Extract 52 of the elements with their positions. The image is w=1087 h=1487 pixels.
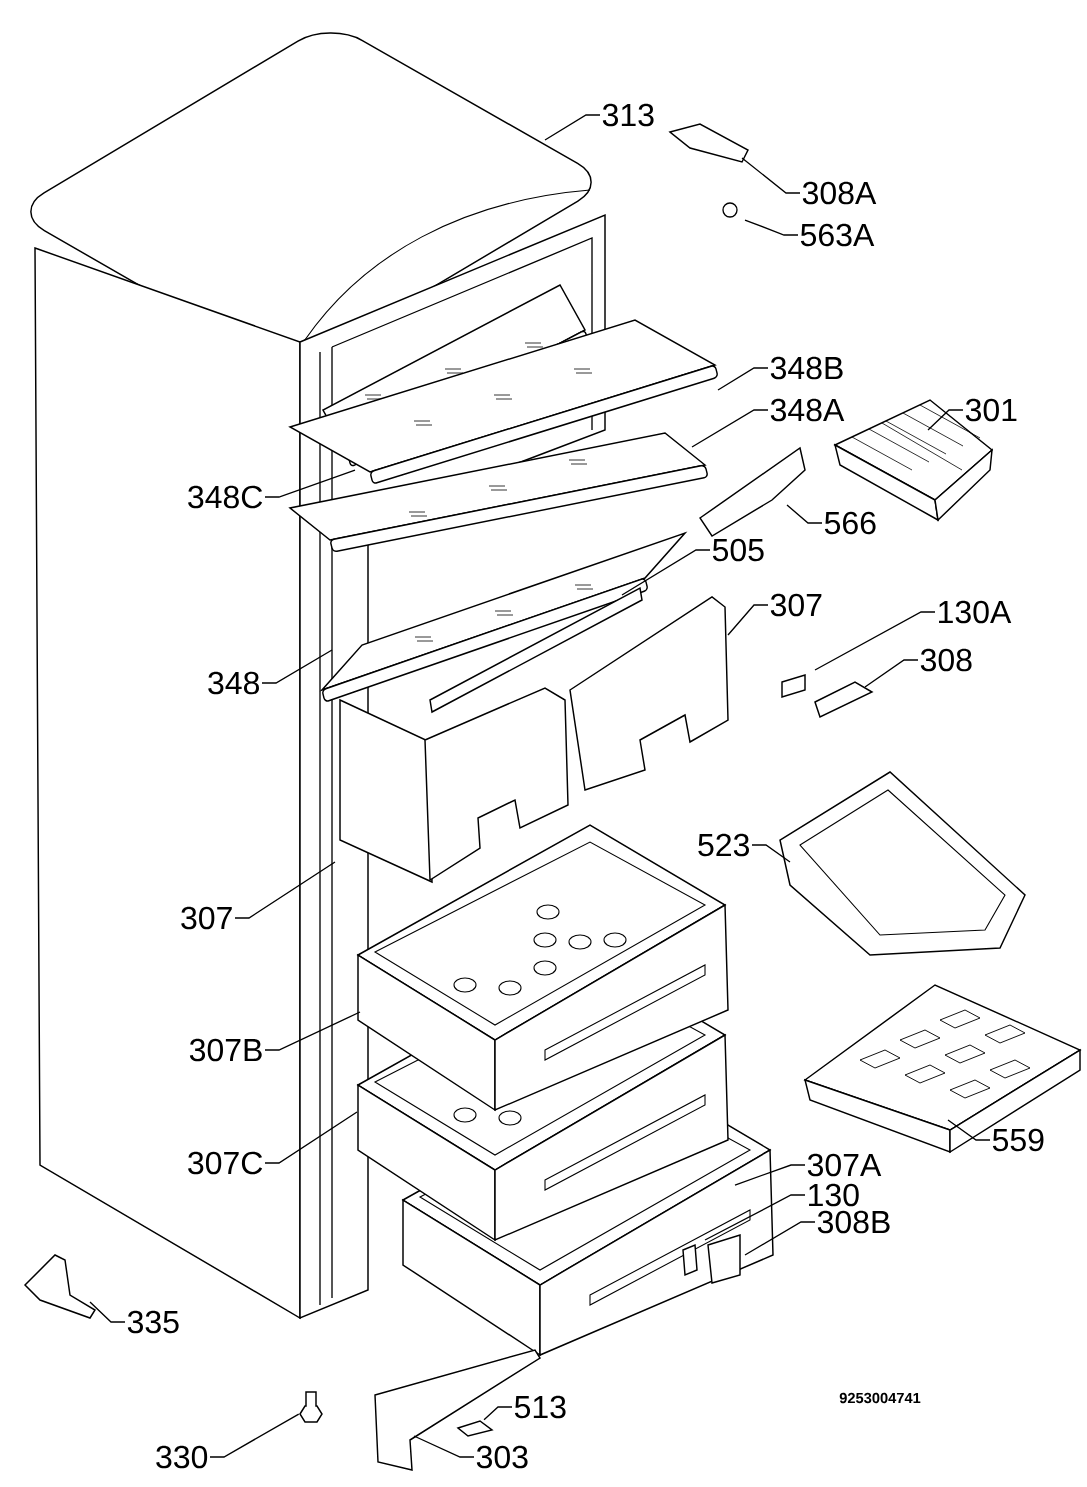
- callout-number: 308A: [802, 181, 877, 205]
- callout-number: 308B: [817, 1210, 890, 1234]
- drawing-number: 9253004741: [839, 1392, 921, 1404]
- leader-line: [786, 504, 823, 524]
- callout-number: 348A: [770, 398, 845, 422]
- callout-number: 505: [712, 538, 764, 562]
- leader-line: [947, 1119, 991, 1141]
- leader-line: [814, 611, 936, 671]
- leader-line: [744, 1221, 816, 1256]
- callout-number: 559: [992, 1128, 1044, 1152]
- leader-line: [264, 1111, 358, 1164]
- callout-number: 130A: [939, 600, 1012, 624]
- callout-number: 348: [208, 671, 259, 695]
- callout-number: 563A: [800, 223, 875, 247]
- callout-number: 348B: [770, 356, 843, 380]
- leader-line: [691, 409, 769, 448]
- callout-number: 348C: [188, 485, 263, 509]
- callout-number: 523: [698, 833, 749, 857]
- callout-number: 308: [920, 648, 972, 672]
- leader-line: [89, 1301, 126, 1323]
- adjustable-foot: [299, 1391, 323, 1423]
- callout-number: 130: [809, 1183, 859, 1207]
- callout-number: 303: [476, 1445, 528, 1469]
- callout-number: 330: [156, 1445, 208, 1469]
- leader-line: [717, 367, 769, 391]
- leader-line: [234, 861, 336, 919]
- leader-line: [864, 659, 919, 688]
- callout-number: 301: [965, 398, 1017, 422]
- leader-line: [413, 1435, 475, 1458]
- callout-number: 307B: [189, 1038, 262, 1062]
- callout-number: 513: [514, 1395, 566, 1419]
- leader-line: [209, 1413, 300, 1458]
- callout-number: 313: [602, 103, 654, 127]
- leader-line: [704, 1194, 806, 1241]
- leader-line: [734, 1164, 806, 1186]
- leader-line: [264, 1011, 361, 1051]
- leader-line: [483, 1406, 513, 1421]
- leader-line: [621, 549, 711, 596]
- leader-line: [744, 219, 799, 236]
- callout-number: 307C: [188, 1151, 263, 1175]
- leader-line: [261, 649, 333, 684]
- leader-line: [751, 844, 791, 863]
- leader-line: [727, 604, 769, 636]
- callout-number: 566: [824, 511, 876, 535]
- leader-line: [741, 157, 801, 194]
- callout-number: 335: [127, 1310, 179, 1334]
- leader-line: [544, 114, 601, 141]
- leader-line: [927, 409, 964, 431]
- leader-line: [264, 469, 356, 498]
- callout-number: 307: [181, 906, 232, 930]
- callout-number: 307A: [807, 1153, 882, 1177]
- callout-number: 307: [770, 593, 822, 617]
